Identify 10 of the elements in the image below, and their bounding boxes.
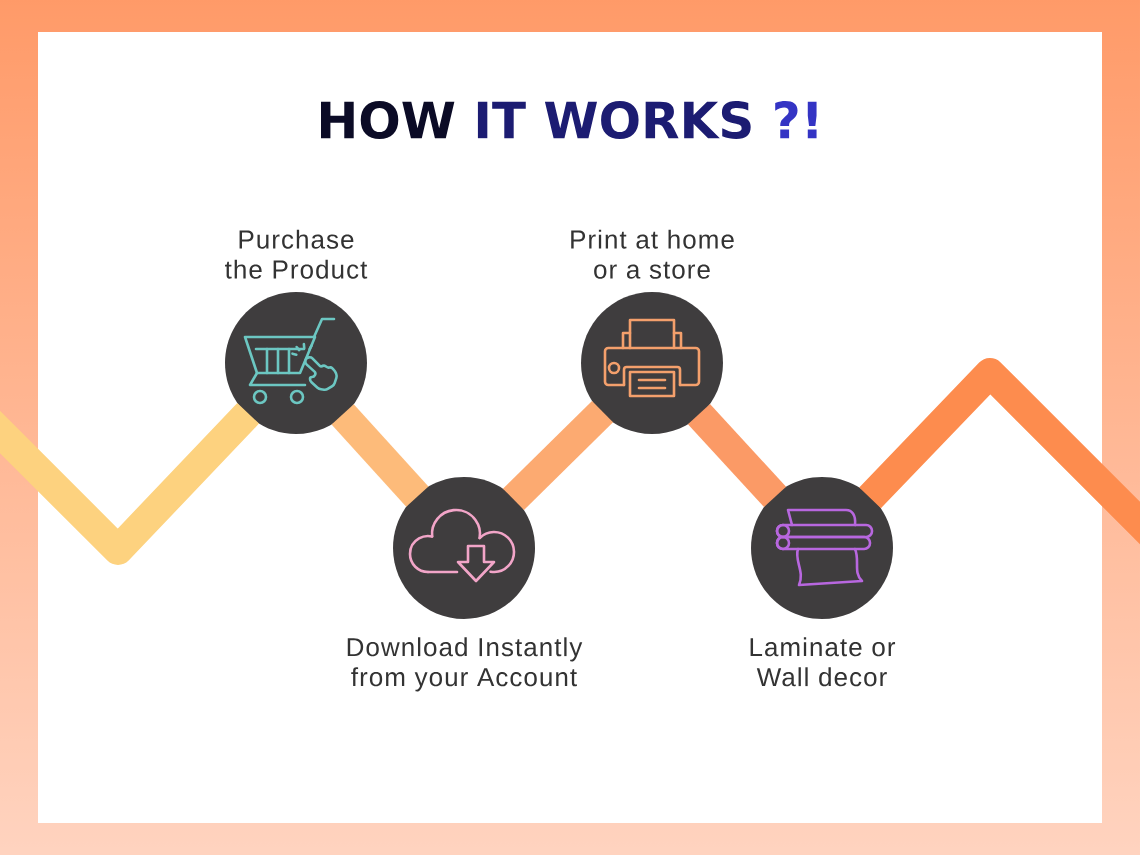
zigzag-line <box>687 403 787 508</box>
step-label: Download Instantly from your Account <box>347 637 583 692</box>
step-label: Print at home or a store <box>571 229 734 279</box>
zigzag-line <box>859 358 1140 546</box>
zigzag-line <box>502 401 614 511</box>
zigzag-line <box>331 404 429 507</box>
zigzag-line <box>0 402 259 565</box>
title: HOW IT WORKS ?! <box>321 101 817 139</box>
step-label: Purchase the Product <box>225 229 368 279</box>
step-label: Laminate or Wall decor <box>750 637 896 687</box>
